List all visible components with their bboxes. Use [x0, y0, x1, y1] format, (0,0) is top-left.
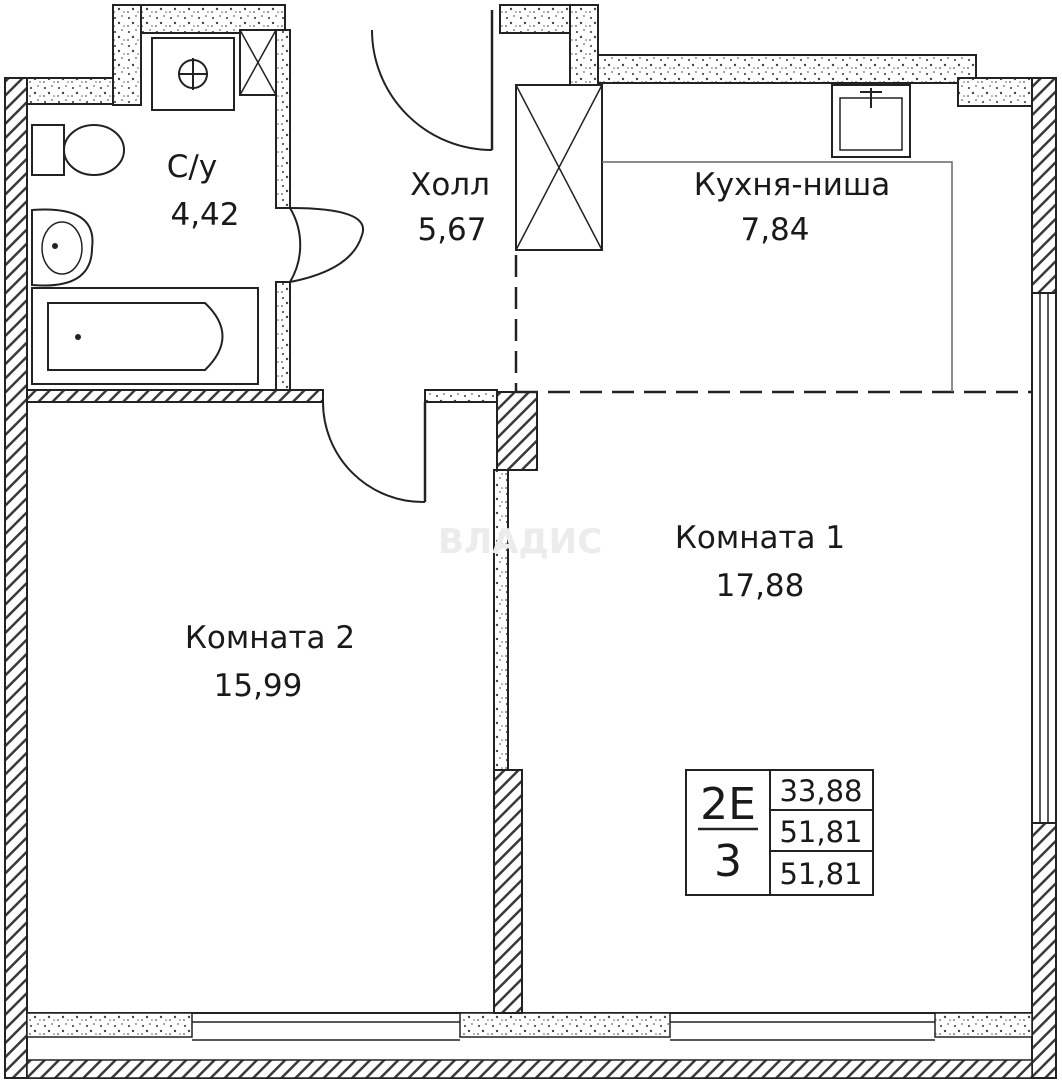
watermark-text: ВЛАДИС: [438, 522, 602, 562]
bathtub-icon: [31, 287, 259, 385]
hall-name: Холл: [410, 167, 490, 203]
room2-name: Комната 2: [185, 620, 355, 656]
room-partition: [493, 469, 509, 771]
entrance-door-icon: [371, 10, 494, 151]
hall-area: 5,67: [417, 212, 486, 248]
room2-door-icon: [322, 401, 427, 504]
apartment-type: 2Е: [700, 779, 756, 830]
total-area: 51,81: [779, 815, 862, 849]
top-wall-kitchen: [597, 54, 977, 84]
washbasin-icon: [31, 208, 94, 287]
apartment-tag: 2Е 3 33,88 51,81 51,81: [685, 769, 874, 896]
total-area-with-balcony: 51,81: [779, 857, 862, 891]
room1-area: 17,88: [716, 568, 805, 604]
room2-area: 15,99: [214, 668, 303, 704]
top-wall-shaft-side: [569, 4, 599, 88]
riser-icon: [151, 37, 235, 111]
apartment-floor: 3: [714, 836, 742, 887]
bathroom-name: С/у: [167, 149, 217, 185]
top-wall-bath-side: [112, 4, 142, 106]
room1-name: Комната 1: [675, 520, 845, 556]
exterior-wall-left: [4, 77, 28, 1079]
exterior-wall-right-lower: [1031, 822, 1057, 1079]
kitchen-counter: [602, 161, 953, 392]
top-wall-right: [957, 77, 1033, 107]
exterior-wall-right-window: [1031, 292, 1057, 824]
structural-column: [496, 391, 538, 471]
bathroom-door-icon: [289, 207, 365, 283]
top-wall-left: [26, 77, 118, 105]
living-area: 33,88: [779, 774, 862, 808]
bathroom-area: 4,42: [170, 197, 239, 233]
toilet-icon: [31, 124, 125, 176]
exterior-wall-right-upper: [1031, 77, 1057, 294]
kitchen-area: 7,84: [740, 212, 809, 248]
bathroom-partition: [275, 29, 291, 209]
bathroom-bottom-wall: [26, 389, 324, 403]
kitchen-name: Кухня-ниша: [694, 167, 891, 203]
